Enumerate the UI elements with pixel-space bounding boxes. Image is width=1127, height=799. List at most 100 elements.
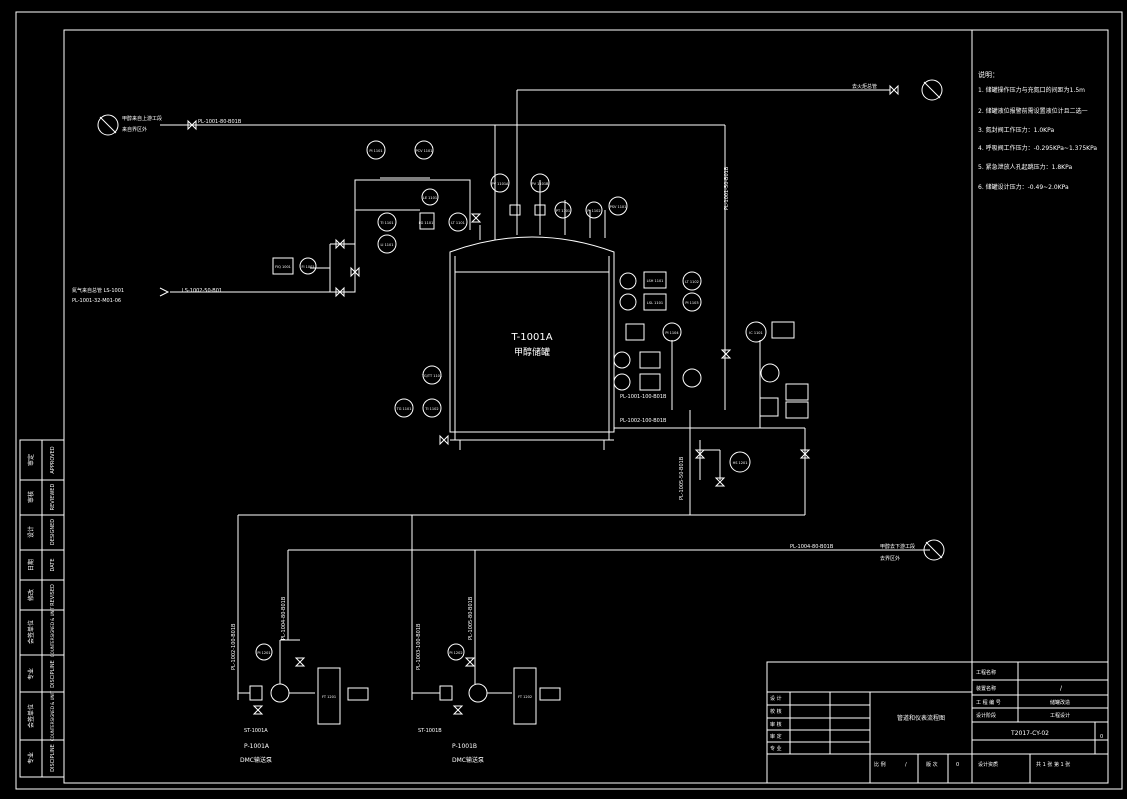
line-top-inlet: PL-1001-80-B01B	[198, 119, 242, 125]
rev-row-2-en: REVIEWED	[50, 484, 56, 511]
rev-row-6-en: COUNTERSIGNED & UNIT	[50, 606, 55, 657]
tb-role-4: 审 定	[770, 733, 782, 740]
instr-pv2: PV 1101B	[532, 182, 550, 186]
instr-fa: FT 1201	[322, 695, 336, 699]
tank-top-nozzles	[160, 89, 890, 410]
tb-version-label: 版 次	[926, 761, 938, 768]
line-feed: LS-1002-50-B01	[182, 288, 222, 294]
line-pumpB-suction: PL-1003-100-B01B	[416, 623, 422, 670]
pump-a-name: DMC输送泵	[240, 756, 272, 764]
instr-pct: PCV 1101	[416, 149, 433, 153]
instrument-boxes	[272, 257, 809, 419]
instr-tsh: PSV 1101	[610, 205, 627, 209]
rev-row-6-cn: 会签单位	[27, 620, 35, 644]
instr-pt: PT 1101	[556, 209, 570, 213]
source-top-left-2: 来自界区外	[122, 126, 147, 133]
instr-fi: FI 1001	[301, 265, 314, 269]
note-1: 1. 储罐操作压力与充氮口的间距为1.5m	[978, 86, 1085, 94]
tb-drawing-title: 管道和仪表流程图	[897, 714, 945, 722]
pump-a-tag: P-1001A	[244, 743, 270, 750]
instr-lg: LG 1101	[419, 221, 434, 225]
instr-ti: TI 1101	[379, 221, 393, 225]
instr-tg: TG 1101	[396, 407, 412, 411]
tb-drawing-no: T2017-CY-02	[1010, 730, 1049, 737]
valves	[187, 84, 899, 715]
pump-a-strainer: ST-1001A	[244, 728, 268, 734]
dest-bottom-right-1: 甲醇去下游工段	[880, 543, 915, 550]
rev-row-1-cn: 审定	[27, 454, 35, 466]
outlet-piping	[237, 340, 930, 700]
tb-subitem-label: 工 程 编 号	[976, 699, 1001, 706]
tb-scale-label: 比 例	[874, 761, 886, 768]
tank-t1001a[interactable]	[449, 236, 615, 450]
tb-role-3: 审 核	[770, 721, 782, 728]
note-2: 2. 储罐液位报警前需设置液位计且二选一	[978, 107, 1088, 115]
notes-heading: 说明：	[978, 70, 999, 79]
instr-lt2: LT 1102	[685, 280, 699, 284]
instr-fiq: FIQ 1001	[275, 265, 291, 269]
instr-pv1: PV 1101A	[492, 182, 510, 186]
tb-unit-label: 装置名称	[976, 685, 996, 692]
instr-le: LE 1101	[423, 196, 437, 200]
source-top-right: 去火炬总管	[852, 83, 877, 90]
outer-border	[15, 11, 1123, 790]
rev-row-4-cn: 日期	[27, 559, 35, 571]
instr-ls1: LSH 1101	[647, 279, 664, 283]
pump-p1001b[interactable]	[412, 640, 561, 725]
instr-pi1: PI 1101	[369, 149, 382, 153]
note-6: 6. 储罐设计压力：-0.49~2.0KPa	[978, 183, 1069, 191]
instr-hs: HS 1201	[733, 461, 748, 465]
line-pump-out: PL-1002-100-B01B	[620, 418, 667, 424]
pump-p1001a[interactable]	[238, 639, 369, 725]
rev-row-3-cn: 设计	[27, 526, 35, 538]
note-5: 5. 紧急泄放人孔起跳压力：1.8KPa	[978, 163, 1072, 171]
source-top-left-1: 甲醇来自上游工段	[122, 115, 162, 122]
instr-lt: LT 1101	[451, 221, 465, 225]
line-pumpB-disch: PL-1005-80-B01B	[468, 596, 474, 640]
instr-pi2: PI 1102	[587, 209, 600, 213]
instr-ic: IC 1101	[749, 331, 763, 335]
revision-block	[19, 439, 65, 778]
tb-rev: 0	[1100, 734, 1103, 740]
tb-stage-value: 工程设计	[1050, 712, 1070, 719]
note-4: 4. 呼吸阀工作压力：-0.295KPa~1.375KPa	[978, 144, 1097, 152]
line-pumpA-disch: PL-1004-80-B01B	[281, 596, 287, 640]
rev-row-4-en: DATE	[50, 558, 56, 571]
rev-row-7-en: DISCIPLINE	[50, 660, 56, 688]
tb-scale-value: /	[905, 762, 907, 768]
tank-name: 甲醇储罐	[514, 346, 550, 358]
feed-source-2: PL-1001-32-M01-06	[72, 298, 121, 304]
feed-source-1: 氮气来自总管 LS-1001	[72, 287, 124, 294]
line-bottom-right: PL-1004-80-B01B	[790, 544, 834, 550]
instr-pi4: PI 1104	[665, 331, 679, 335]
tb-project-label: 工程名称	[976, 669, 996, 676]
instr-li: LI 1101	[380, 243, 393, 247]
offpage-connectors	[97, 79, 945, 561]
tb-role-1: 设 计	[770, 695, 782, 702]
instr-pi3: PI 1103	[685, 301, 698, 305]
instrument-bubbles[interactable]	[299, 140, 780, 473]
tb-unit-value: /	[1060, 685, 1063, 692]
pump-b-strainer: ST-1001B	[418, 728, 442, 734]
rev-row-9-en: DISCIPLINE	[50, 744, 56, 772]
tb-role-5: 专 业	[770, 745, 782, 752]
note-3: 3. 氮封阀工作压力：1.0KPa	[978, 126, 1054, 134]
rev-row-3-en: DESIGNED	[50, 519, 56, 545]
pump-b-name: DMC输送泵	[452, 756, 484, 764]
line-pumpA-suction: PL-1002-100-B01B	[231, 623, 237, 670]
rev-row-8-cn: 会签单位	[27, 704, 35, 728]
rev-row-5-en: REVISED	[50, 584, 56, 606]
line-right-vent: PL-1001-50-B01B	[724, 166, 730, 210]
pump-b-tag: P-1001B	[452, 743, 477, 750]
rev-row-7-cn: 专业	[27, 668, 35, 680]
title-block-lines	[766, 661, 1109, 784]
rev-row-5-cn: 修改	[27, 589, 35, 601]
rev-row-9-cn: 专业	[27, 752, 35, 764]
instr-fb: FT 1202	[518, 695, 532, 699]
tb-version-value: 0	[956, 762, 959, 768]
rev-row-2-cn: 审核	[27, 491, 35, 503]
rev-row-1-en: APPROVED	[50, 446, 56, 473]
instr-pib: PI 1202	[449, 651, 462, 655]
tb-subitem-value: 储罐改造	[1050, 699, 1070, 706]
nitrogen-header	[170, 177, 471, 293]
